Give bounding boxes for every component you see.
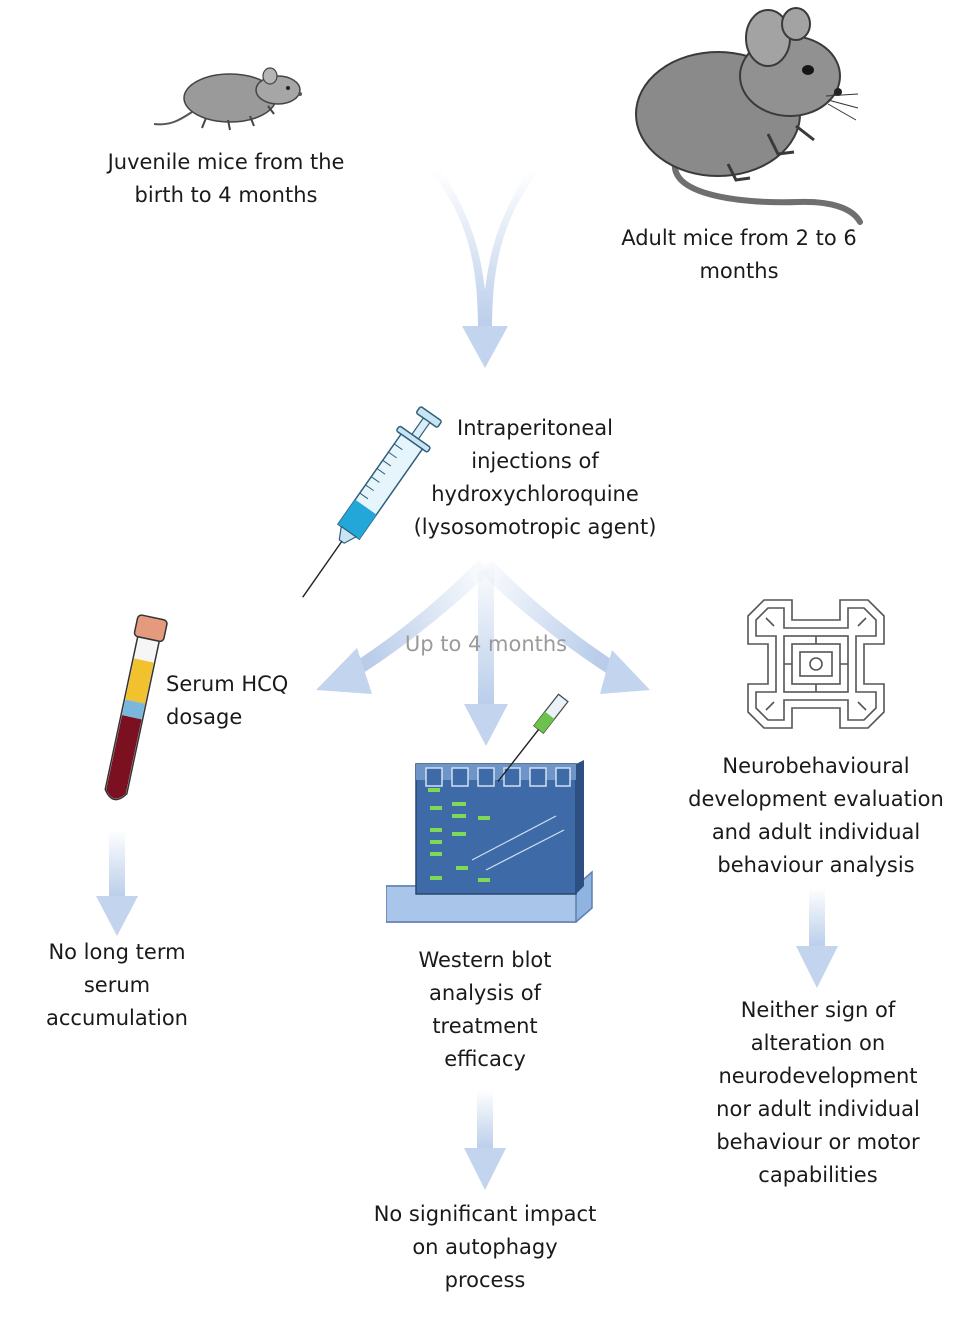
syringe-icon: [302, 406, 442, 598]
injection-label: Intraperitoneal injections of hydroxychl…: [413, 416, 657, 539]
western-blot-gel-icon: [386, 693, 593, 923]
adult-mice-label: Adult mice from 2 to 6 months: [621, 226, 857, 283]
merge-arrow: [430, 170, 540, 368]
neuro-result-label: Neither sign of alteration on neurodevel…: [716, 998, 920, 1187]
juvenile-mice-label: Juvenile mice from the birth to 4 months: [107, 150, 345, 207]
serum-dosage-label: Serum HCQ dosage: [166, 672, 289, 729]
western-result-label: No significant impact on autophagy proce…: [373, 1202, 597, 1292]
split-arrow-left: [316, 560, 490, 694]
split-arrow-center: [464, 560, 508, 746]
duration-label: Up to 4 months: [404, 632, 568, 656]
split-arrow-right: [480, 560, 650, 694]
juvenile-mouse-icon: [153, 67, 302, 131]
maze-icon: [747, 599, 885, 729]
arrow-western-result: [464, 1090, 506, 1190]
adult-mouse-icon: [635, 7, 863, 225]
western-blot-label: Western blot analysis of treatment effic…: [418, 948, 552, 1071]
arrow-neuro-result: [796, 888, 838, 988]
serum-result-label: No long term serum accumulation: [46, 940, 188, 1030]
arrow-serum-result: [96, 830, 138, 936]
blood-tube-icon: [104, 614, 168, 801]
neurobehaviour-label: Neurobehavioural development evaluation …: [688, 754, 944, 877]
